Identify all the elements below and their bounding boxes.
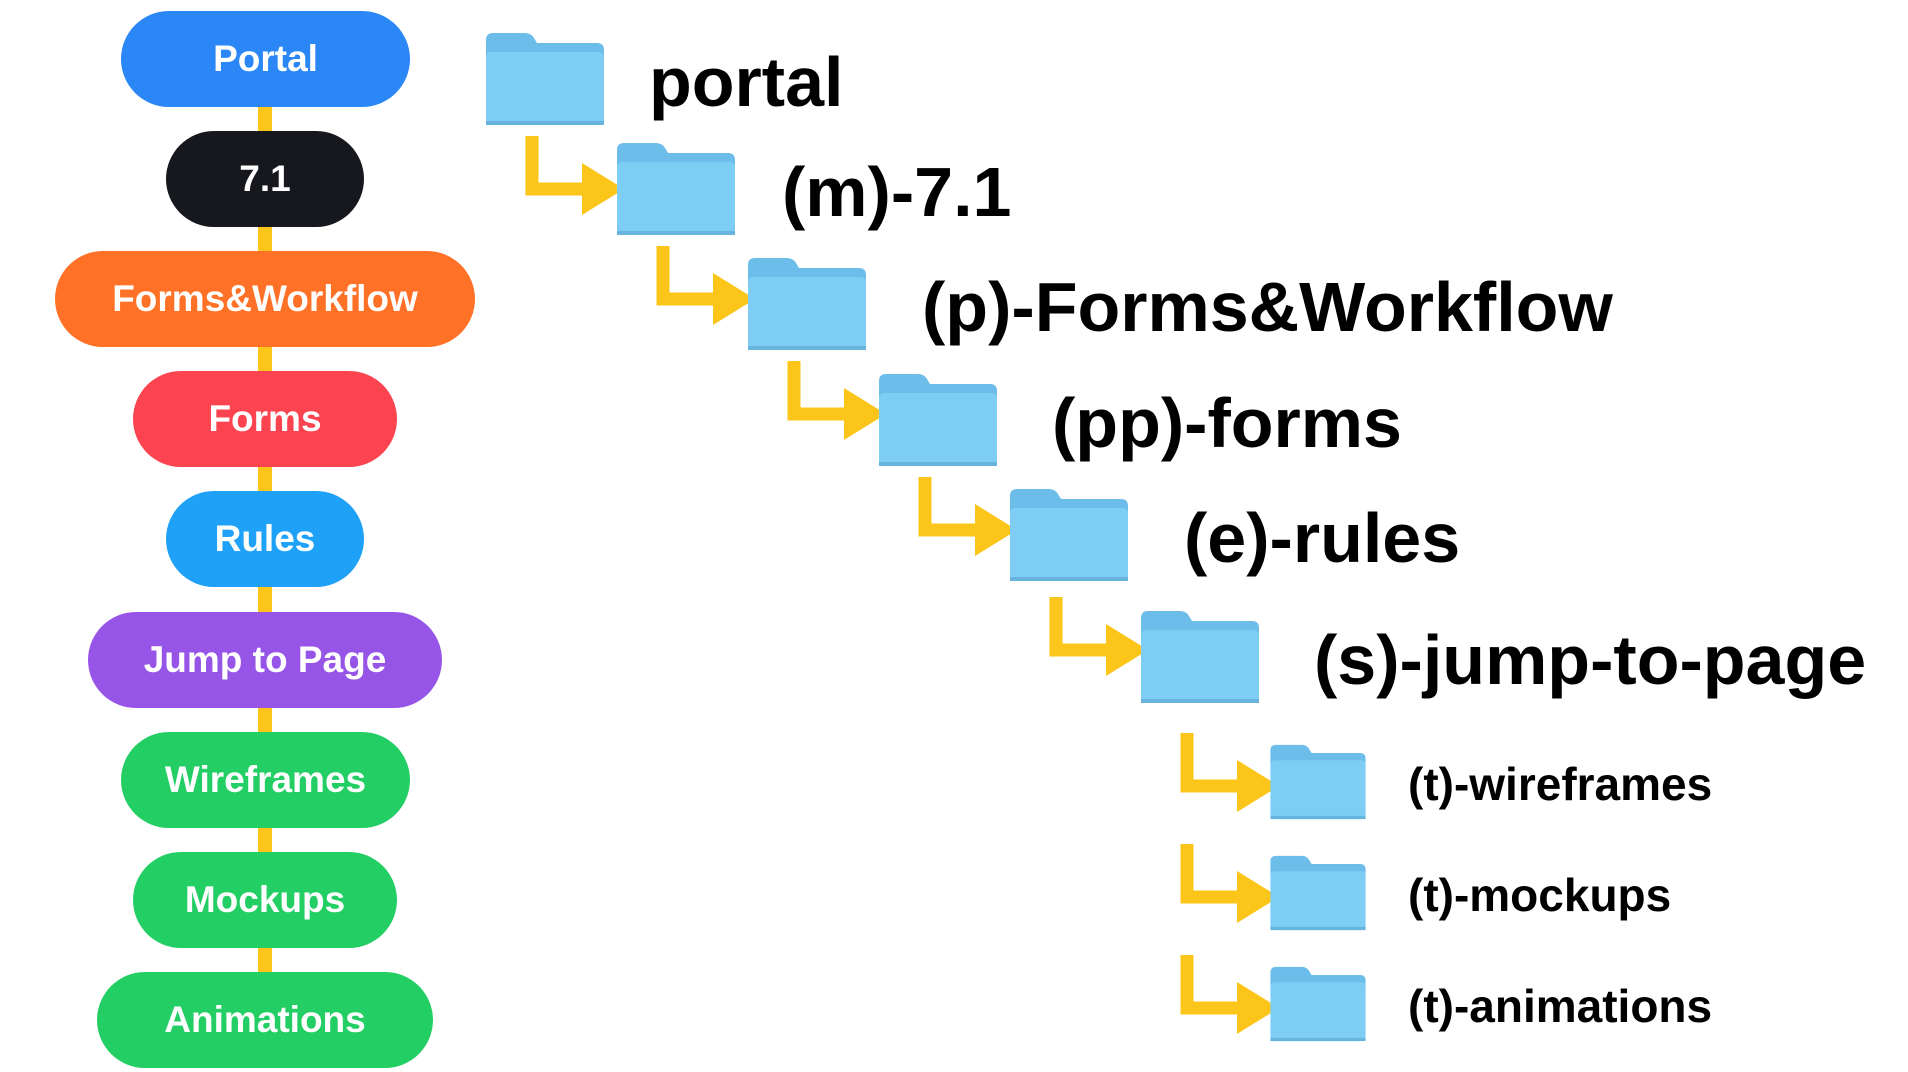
pill-wireframes: Wireframes — [121, 732, 410, 828]
folder-icon — [614, 140, 738, 238]
folder-icon — [1007, 486, 1131, 584]
folder-icon — [483, 30, 607, 128]
pill-jump-to-page: Jump to Page — [88, 612, 442, 708]
folder-icon — [1138, 608, 1262, 706]
tree-label-m-7-1: (m)-7.1 — [782, 153, 1012, 231]
tree-label-s-jump-to-page: (s)-jump-to-page — [1314, 621, 1867, 699]
arrow-icon — [918, 477, 1023, 557]
arrow-icon — [656, 246, 761, 326]
tree-label-e-rules: (e)-rules — [1184, 499, 1461, 577]
folder-icon — [1268, 853, 1368, 933]
pill-forms: Forms — [133, 371, 397, 467]
arrow-icon — [525, 136, 630, 216]
arrow-icon — [1049, 597, 1154, 677]
tree-label-t-animations: (t)-animations — [1408, 980, 1713, 1032]
pill-animations: Animations — [97, 972, 433, 1068]
folder-icon — [876, 371, 1000, 469]
tree-label-p-forms-workflow: (p)-Forms&Workflow — [922, 268, 1613, 346]
tree-label-t-wireframes: (t)-wireframes — [1408, 758, 1713, 810]
pill-mockups: Mockups — [133, 852, 397, 948]
arrow-icon — [787, 361, 892, 441]
folder-icon — [1268, 964, 1368, 1044]
pill-forms-workflow: Forms&Workflow — [55, 251, 475, 347]
arrow-icon — [1180, 955, 1285, 1035]
pill-7-1: 7.1 — [166, 131, 364, 227]
tree-label-pp-forms: (pp)-forms — [1052, 384, 1402, 462]
pill-portal: Portal — [121, 11, 410, 107]
tree-label-portal: portal — [649, 43, 844, 121]
arrow-icon — [1180, 844, 1285, 924]
folder-icon — [745, 255, 869, 353]
tree-label-t-mockups: (t)-mockups — [1408, 869, 1672, 921]
pill-rules: Rules — [166, 491, 364, 587]
folder-icon — [1268, 742, 1368, 822]
arrow-icon — [1180, 733, 1285, 813]
